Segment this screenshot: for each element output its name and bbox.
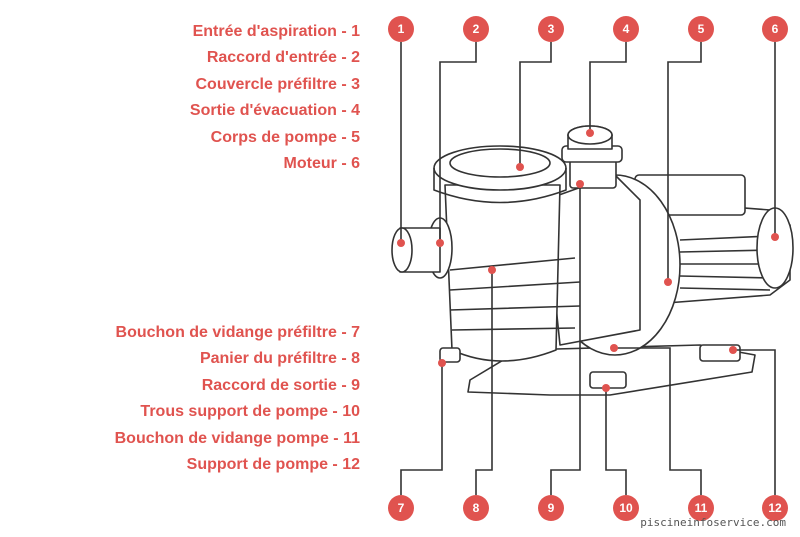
- anchor-dot-11: [610, 344, 618, 352]
- leader-line-8: [475, 270, 493, 495]
- anchor-dot-1: [397, 239, 405, 247]
- callout-marker-1: 1: [388, 16, 414, 42]
- anchor-dot-3: [516, 163, 524, 171]
- callout-marker-6: 6: [762, 16, 788, 42]
- callout-marker-5: 5: [688, 16, 714, 42]
- legend-item-8: Panier du préfiltre - 8: [199, 350, 360, 368]
- callout-number: 12: [768, 501, 782, 515]
- pump-illustration: [391, 125, 794, 396]
- callout-circle: [688, 16, 714, 42]
- callout-circle: [463, 16, 489, 42]
- suction-inlet: [391, 227, 413, 273]
- callout-circle: [538, 16, 564, 42]
- callout-number: 5: [698, 22, 705, 36]
- callout-number: 8: [473, 501, 480, 515]
- prefilter-drain-plug: [439, 347, 461, 363]
- callout-marker-10: 10: [613, 495, 639, 521]
- legend-top: Entrée d'aspiration - 1 Raccord d'entrée…: [190, 21, 360, 179]
- anchor-dot-7: [438, 359, 446, 367]
- callout-circle: [388, 495, 414, 521]
- leader-line-12: [733, 349, 776, 495]
- leader-line-7: [400, 363, 443, 495]
- legend-item-7: Bouchon de vidange préfiltre - 7: [115, 324, 360, 341]
- callout-marker-4: 4: [613, 16, 639, 42]
- callout-number: 11: [695, 501, 708, 515]
- callout-marker-11: 11: [688, 495, 714, 521]
- callout-marker-3: 3: [538, 16, 564, 42]
- legend-item-6: Moteur - 6: [283, 154, 360, 172]
- callout-number: 1: [398, 22, 405, 36]
- legend-item-9: Raccord de sortie - 9: [201, 376, 360, 394]
- callout-marker-9: 9: [538, 495, 564, 521]
- callout-number: 7: [398, 501, 405, 515]
- callout-number: 2: [473, 22, 480, 36]
- callout-marker-8: 8: [463, 495, 489, 521]
- leader-line-10: [605, 388, 627, 495]
- callout-circle: [688, 495, 714, 521]
- anchor-dot-12: [729, 346, 737, 354]
- callout-circle: [538, 495, 564, 521]
- anchor-dot-6: [771, 233, 779, 241]
- prefilter-housing: [444, 184, 561, 362]
- callout-circle: [762, 495, 788, 521]
- leader-line-9: [550, 184, 581, 495]
- leader-lines: [397, 42, 779, 495]
- callout-number: 9: [548, 501, 555, 515]
- callout-number: 4: [623, 22, 630, 36]
- legend-item-2: Raccord d'entrée - 2: [206, 49, 360, 67]
- callout-number: 3: [548, 22, 555, 36]
- legend-bottom: Bouchon de vidange préfiltre - 7 Panier …: [115, 322, 360, 480]
- legend-item-12: Support de pompe - 12: [186, 455, 360, 473]
- callout-circle: [613, 495, 639, 521]
- callout-marker-12: 12: [762, 495, 788, 521]
- leader-line-2: [439, 42, 477, 243]
- anchor-dot-10: [602, 384, 610, 392]
- leader-line-11: [614, 347, 702, 495]
- legend-item-10: Trous support de pompe - 10: [140, 403, 360, 421]
- legend-item-5: Corps de pompe - 5: [210, 128, 360, 146]
- callout-circle: [613, 16, 639, 42]
- anchor-dot-4: [586, 129, 594, 137]
- callout-number: 10: [619, 501, 633, 515]
- callout-number: 6: [772, 22, 779, 36]
- watermark: piscineinfoservice.com: [640, 516, 786, 529]
- callout-circle: [463, 495, 489, 521]
- legend-item-3: Couvercle préfiltre - 3: [195, 75, 361, 93]
- motor-fins: [679, 235, 771, 291]
- legend-item-1: Entrée d'aspiration - 1: [192, 23, 360, 40]
- anchor-dot-2: [436, 239, 444, 247]
- leader-line-4: [589, 42, 627, 133]
- anchor-dot-9: [576, 180, 584, 188]
- legend-item-4: Sortie d'évacuation - 4: [189, 102, 360, 120]
- callout-circle: [762, 16, 788, 42]
- callout-circle: [388, 16, 414, 42]
- anchor-dot-5: [664, 278, 672, 286]
- callout-marker-7: 7: [388, 495, 414, 521]
- legend-item-11: Bouchon de vidange pompe - 11: [114, 429, 360, 447]
- anchor-dot-8: [488, 266, 496, 274]
- callout-marker-2: 2: [463, 16, 489, 42]
- leader-line-3: [519, 42, 552, 167]
- prefilter-ribs: [449, 257, 581, 331]
- leader-line-5: [667, 42, 702, 282]
